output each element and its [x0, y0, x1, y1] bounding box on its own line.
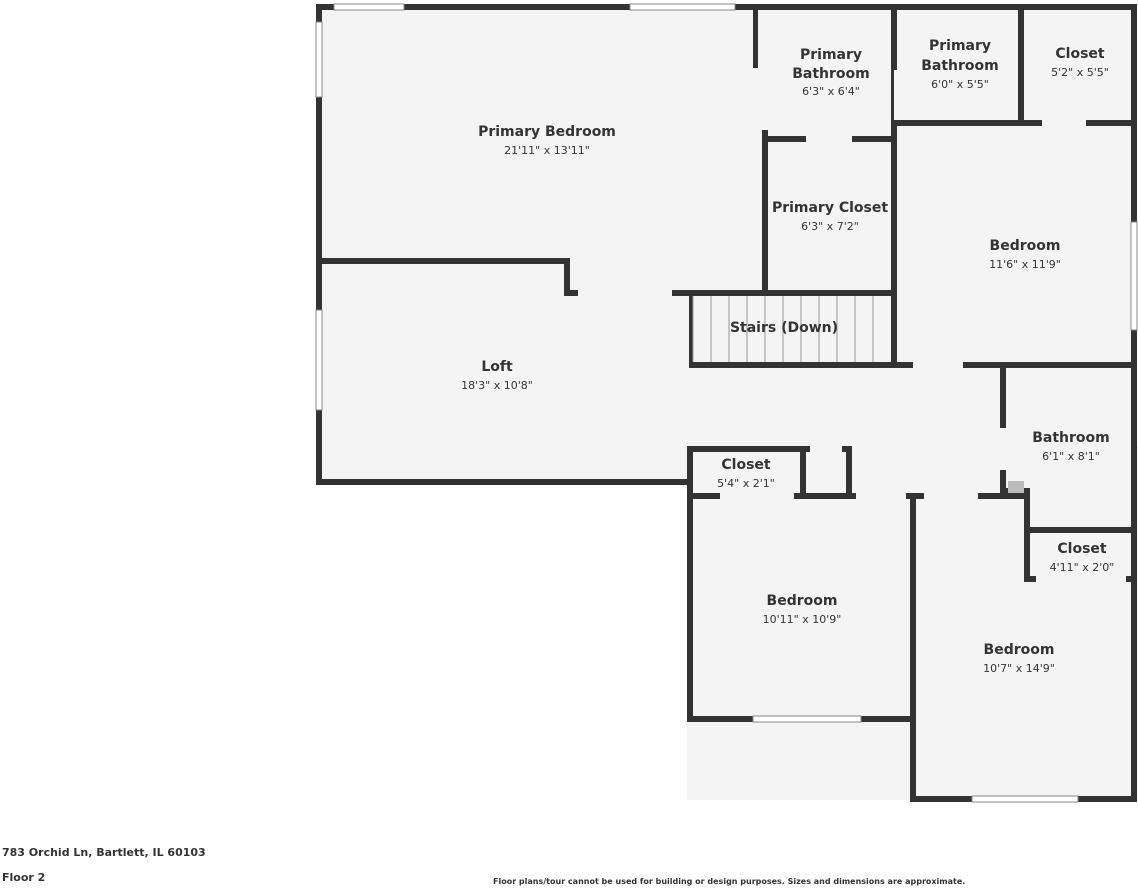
room-dims-primary-closet: 6'3" x 7'2"	[801, 220, 859, 233]
room-labels: Primary Bedroom 21'11" x 13'11" Primary …	[461, 38, 1114, 675]
room-dims-bedroom-se: 10'7" x 14'9"	[983, 662, 1055, 675]
room-name-primary-bathroom-1-line2: Bathroom	[792, 66, 870, 82]
windows	[315, 3, 1138, 803]
hatched-block	[1008, 481, 1024, 493]
room-dims-closet-top: 5'2" x 5'5"	[1051, 66, 1109, 79]
room-dims-primary-bedroom: 21'11" x 13'11"	[504, 144, 590, 157]
property-address: 783 Orchid Ln, Bartlett, IL 60103	[2, 846, 206, 859]
room-name-primary-bathroom-1-line1: Primary	[800, 47, 862, 63]
room-name-primary-closet: Primary Closet	[772, 200, 888, 216]
stairs	[692, 296, 874, 362]
room-dims-closet-right: 4'11" x 2'0"	[1050, 561, 1115, 574]
room-dims-primary-bathroom-1: 6'3" x 6'4"	[802, 85, 860, 98]
room-name-primary-bathroom-2-line1: Primary	[929, 38, 991, 54]
room-name-bedroom-ne: Bedroom	[990, 238, 1061, 254]
room-name-closet-right: Closet	[1057, 541, 1107, 557]
room-name-bathroom: Bathroom	[1032, 430, 1110, 446]
room-name-loft: Loft	[481, 359, 513, 375]
room-name-closet-top: Closet	[1055, 46, 1105, 62]
floor-label: Floor 2	[2, 871, 46, 884]
room-dims-loft: 18'3" x 10'8"	[461, 379, 533, 392]
room-name-stairs: Stairs (Down)	[730, 320, 838, 336]
room-dims-primary-bathroom-2: 6'0" x 5'5"	[931, 78, 989, 91]
room-dims-bathroom: 6'1" x 8'1"	[1042, 450, 1100, 463]
disclaimer-text: Floor plans/tour cannot be used for buil…	[493, 877, 966, 886]
floor-plan: Primary Bedroom 21'11" x 13'11" Primary …	[315, 3, 1138, 803]
room-dims-closet-small: 5'4" x 2'1"	[717, 477, 775, 490]
room-name-primary-bathroom-2-line2: Bathroom	[921, 58, 999, 74]
room-dims-bedroom-sw: 10'11" x 10'9"	[763, 613, 842, 626]
room-name-bedroom-sw: Bedroom	[767, 593, 838, 609]
doors	[578, 70, 1126, 582]
room-name-primary-bedroom: Primary Bedroom	[478, 124, 616, 140]
room-name-bedroom-se: Bedroom	[984, 642, 1055, 658]
room-dims-bedroom-ne: 11'6" x 11'9"	[989, 258, 1061, 271]
room-name-closet-small: Closet	[721, 457, 771, 473]
